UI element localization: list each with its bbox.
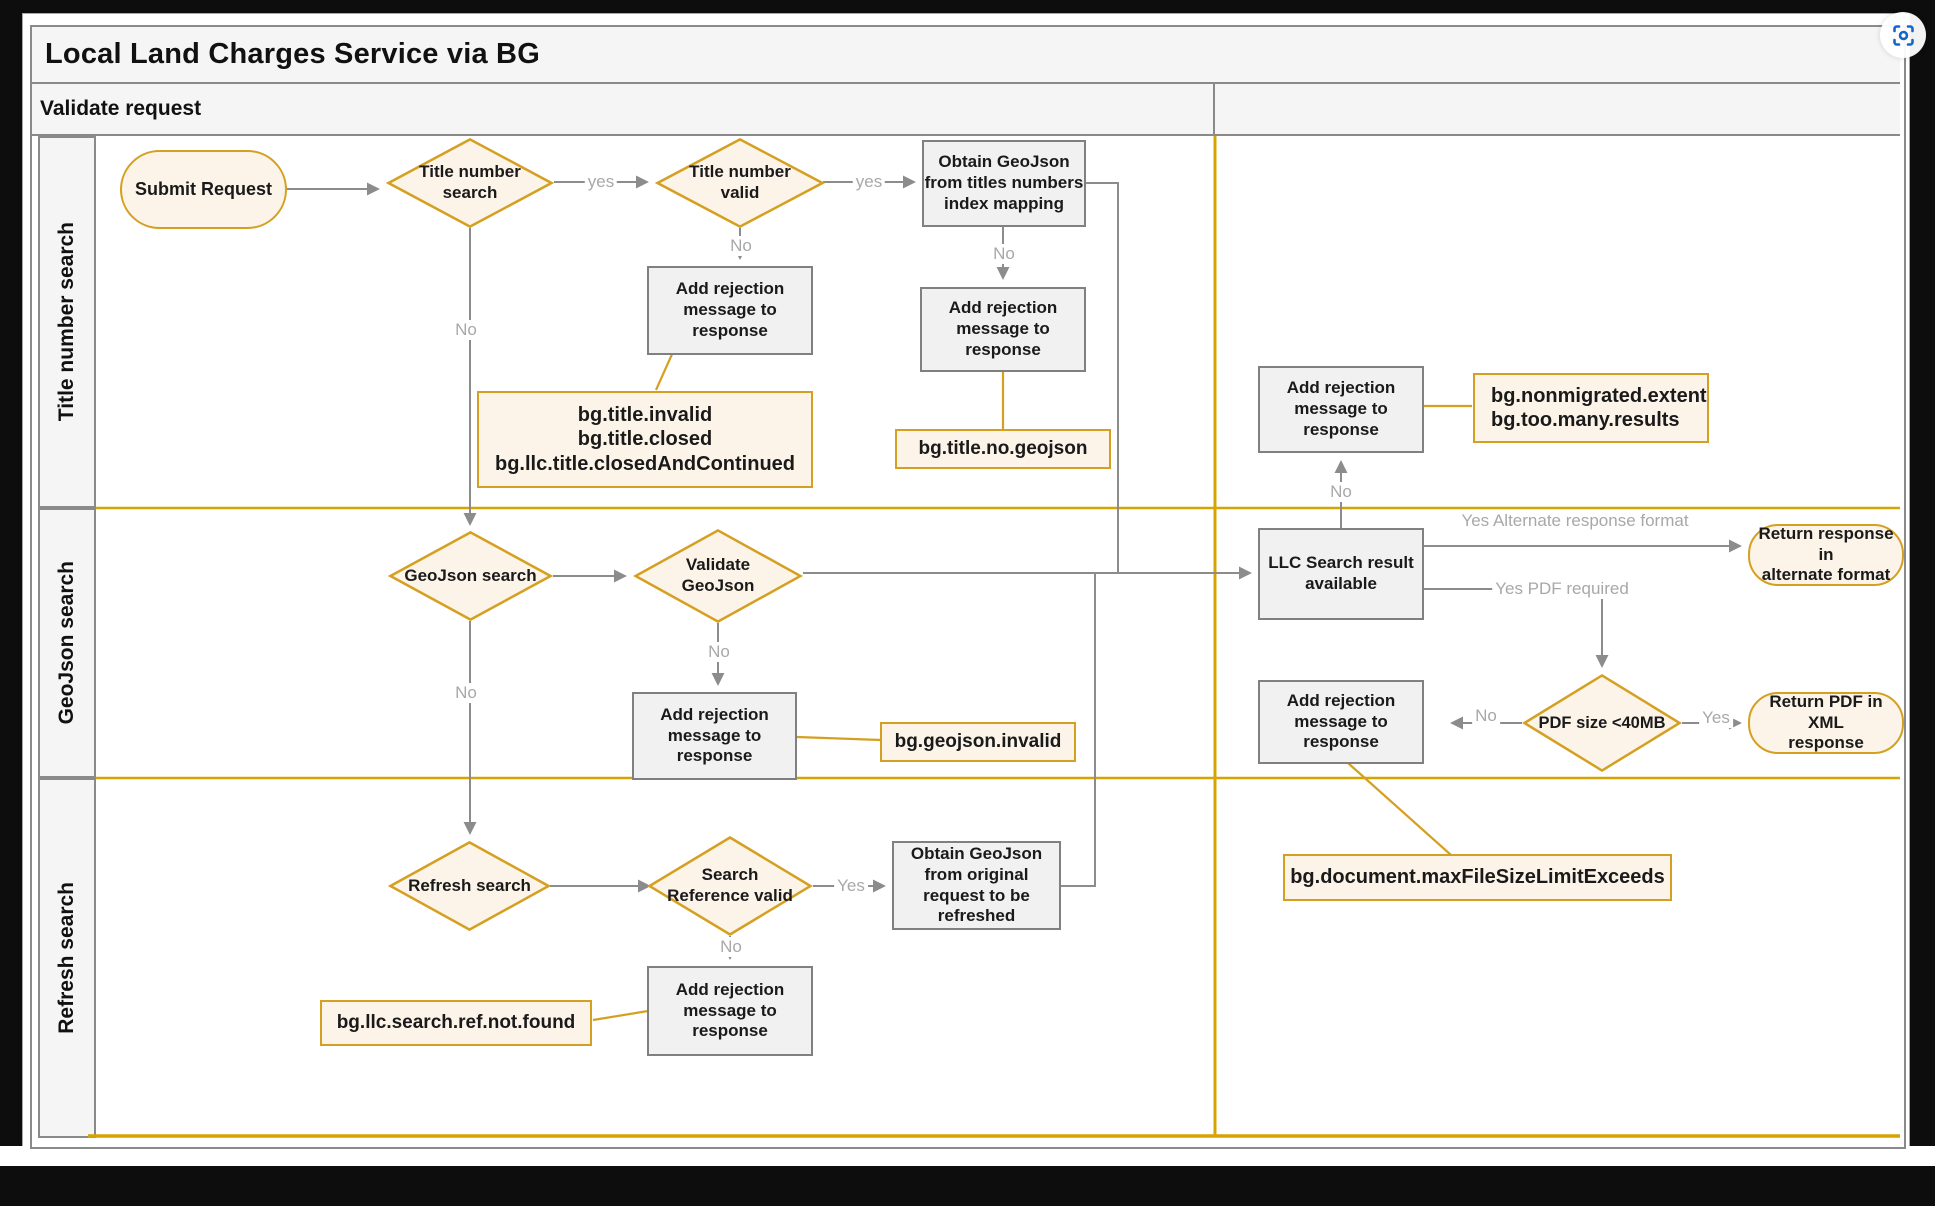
lane-label-refresh-search: Refresh search xyxy=(38,778,96,1138)
annotation-bg-max-filesize: bg.document.maxFileSizeLimitExceeds xyxy=(1283,854,1672,901)
lane-label-geojson-search: GeoJson search xyxy=(38,508,96,778)
capture-icon[interactable] xyxy=(1880,12,1926,58)
diagram-frame xyxy=(30,25,1906,1149)
edge-label-no-llc-result: No xyxy=(1327,482,1355,502)
annotation-bg-title-codes: bg.title.invalid bg.title.closed bg.llc.… xyxy=(477,391,813,488)
edge-label-no-pdf-size: No xyxy=(1472,706,1500,726)
edge-label-no-title-valid: No xyxy=(727,236,755,256)
process-obtain-geojson-titles: Obtain GeoJson from titles numbers index… xyxy=(922,140,1086,227)
diagram-title: Local Land Charges Service via BG xyxy=(45,38,540,70)
edge-label-yes-title-valid: yes xyxy=(852,172,886,192)
edge-label-yes-pdf-size: Yes xyxy=(1699,708,1733,728)
phase-validate-request: Validate request xyxy=(32,84,1215,136)
edge-label-no-search-ref: No xyxy=(717,937,745,957)
decision-pdf-size: PDF size <40MB xyxy=(1522,674,1682,772)
process-add-rejection-refresh: Add rejection message to response xyxy=(647,966,813,1056)
annotation-bg-geojson-invalid: bg.geojson.invalid xyxy=(880,722,1076,762)
phase-label: Validate request xyxy=(40,97,202,120)
edge-label-alternate-format: Yes Alternate response format xyxy=(1461,511,1689,530)
process-add-rejection-filesize: Add rejection message to response xyxy=(1258,680,1424,764)
decision-title-number-valid: Title number valid xyxy=(655,138,825,228)
lane-label-title-number-search: Title number search xyxy=(38,136,96,508)
edge-label-yes-search-ref: Yes xyxy=(834,876,868,896)
decision-title-number-search: Title number search xyxy=(386,138,554,228)
process-add-rejection-title-invalid: Add rejection message to response xyxy=(647,266,813,355)
edge-label-no-title-search: No xyxy=(452,320,480,340)
node-submit-request: Submit Request xyxy=(120,150,287,229)
annotation-bg-ref-not-found: bg.llc.search.ref.not.found xyxy=(320,1000,592,1046)
phase-unnamed xyxy=(1215,84,1900,136)
process-add-rejection-no-geojson: Add rejection message to response xyxy=(920,287,1086,372)
edge-label-pdf-required: Yes PDF required xyxy=(1492,579,1632,599)
node-return-pdf-xml: Return PDF in XML response xyxy=(1748,692,1904,754)
edge-label-no-validate-geojson: No xyxy=(705,642,733,662)
edge-label-yes-title-search: yes xyxy=(584,172,618,192)
edge-label-no-geojson-search: No xyxy=(452,683,480,703)
decision-validate-geojson: Validate GeoJson xyxy=(633,529,803,623)
process-llc-search-result: LLC Search result available xyxy=(1258,528,1424,620)
process-obtain-geojson-refresh: Obtain GeoJson from original request to … xyxy=(892,841,1061,930)
decision-refresh-search: Refresh search xyxy=(388,841,551,931)
annotation-bg-nonmigrated: bg.nonmigrated.extent bg.too.many.result… xyxy=(1473,373,1709,443)
process-add-rejection-geojson: Add rejection message to response xyxy=(632,692,797,780)
edge-label-no-obtain-titles: No xyxy=(990,244,1018,264)
page-bottom-strip xyxy=(0,1146,1935,1166)
decision-geojson-search: GeoJson search xyxy=(388,531,553,621)
annotation-bg-title-no-geojson: bg.title.no.geojson xyxy=(895,429,1111,469)
diagram-title-band: Local Land Charges Service via BG xyxy=(32,27,1900,84)
node-return-alternate-format: Return response in alternate format xyxy=(1748,524,1904,586)
process-add-rejection-nonmigrated: Add rejection message to response xyxy=(1258,366,1424,453)
decision-search-reference-valid: Search Reference valid xyxy=(647,836,813,936)
